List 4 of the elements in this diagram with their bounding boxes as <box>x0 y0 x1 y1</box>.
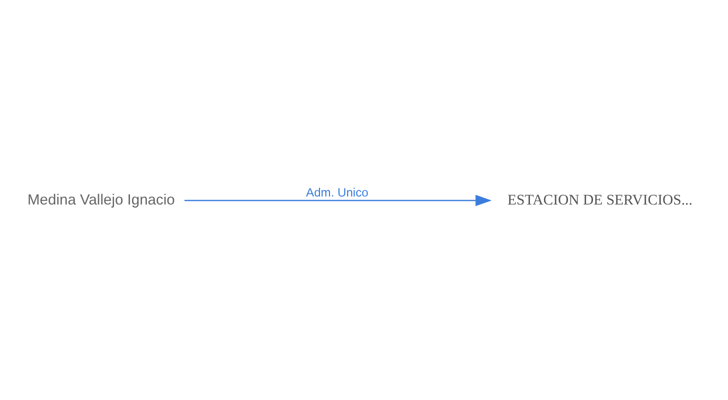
arrow <box>184 194 492 206</box>
node-text: ESTACION DE SERVICIOS... <box>508 192 692 208</box>
edge-label: Adm. Unico <box>306 185 368 200</box>
node-text: Medina Vallejo Ignacio <box>28 192 175 208</box>
